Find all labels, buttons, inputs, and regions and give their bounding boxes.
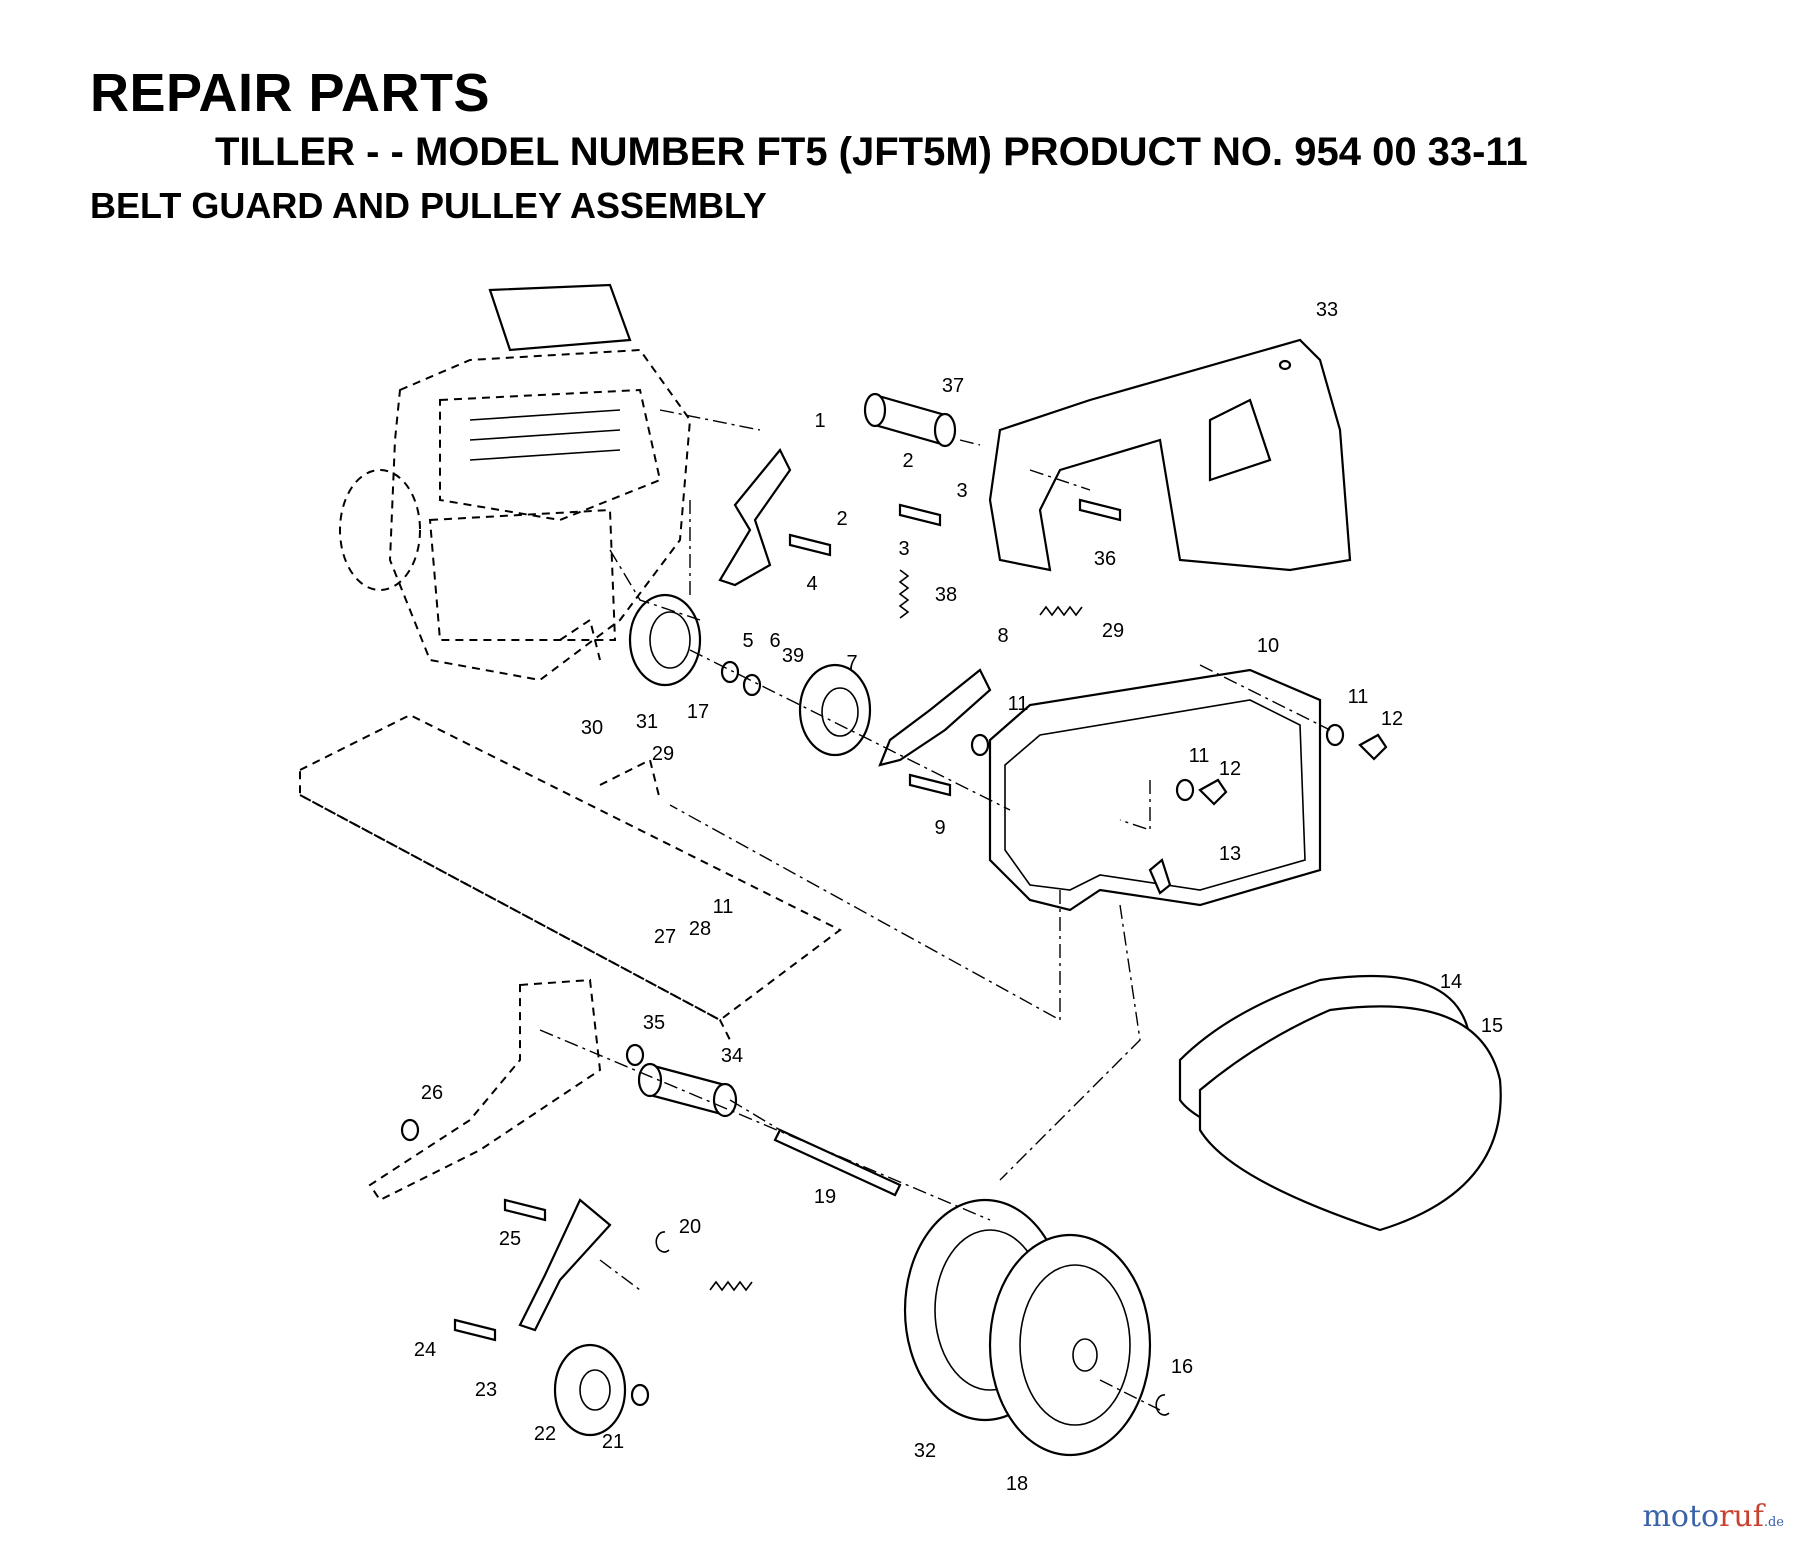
callout-3: 3 — [898, 538, 909, 560]
belt-cover — [988, 668, 1322, 912]
callout-31: 31 — [636, 711, 658, 733]
callout-10: 10 — [1257, 635, 1279, 657]
model-subtitle: TILLER - - MODEL NUMBER FT5 (JFT5M) PROD… — [215, 130, 1528, 174]
callout-11: 11 — [1348, 686, 1369, 708]
callout-14: 14 — [1440, 971, 1462, 993]
callout-11: 11 — [1189, 745, 1210, 767]
v-belts — [1178, 974, 1502, 1232]
hardware — [400, 498, 1388, 1416]
callout-2: 2 — [902, 450, 913, 472]
callout-26: 26 — [421, 1082, 443, 1104]
idler-pulley-7 — [798, 663, 872, 757]
callout-16: 16 — [1171, 1356, 1193, 1378]
callout-33: 33 — [1316, 299, 1338, 321]
engine-pulley-31 — [628, 593, 702, 687]
callout-38: 38 — [935, 584, 957, 606]
callout-21: 21 — [602, 1431, 624, 1453]
callout-22: 22 — [534, 1423, 556, 1445]
callout-1: 1 — [814, 410, 825, 432]
spacer-37 — [863, 392, 957, 448]
callout-25: 25 — [499, 1228, 521, 1250]
callout-6: 6 — [769, 630, 780, 652]
callout-15: 15 — [1481, 1015, 1503, 1037]
callout-23: 23 — [475, 1379, 497, 1401]
engine-outline — [339, 283, 692, 682]
tine-shield-outline — [299, 713, 842, 1041]
belt-guard-plate — [988, 338, 1352, 572]
callout-3: 3 — [956, 480, 967, 502]
springs — [709, 569, 1083, 1292]
page-title: REPAIR PARTS — [90, 63, 491, 123]
callout-19: 19 — [814, 1186, 836, 1208]
callout-2: 2 — [836, 508, 847, 530]
callout-24: 24 — [414, 1339, 436, 1361]
callout-36: 36 — [1094, 548, 1116, 570]
shaft-19 — [773, 1128, 902, 1197]
callout-11: 11 — [713, 896, 734, 918]
watermark-logo: motoruf.de — [1642, 1499, 1784, 1534]
callout-13: 13 — [1219, 843, 1241, 865]
support-bracket — [368, 978, 602, 1202]
callout-37: 37 — [942, 375, 964, 397]
callout-32: 32 — [914, 1440, 936, 1462]
callout-20: 20 — [679, 1216, 701, 1238]
spacer-34 — [637, 1062, 738, 1118]
section-title: BELT GUARD AND PULLEY ASSEMBLY — [90, 185, 767, 226]
callout-12: 12 — [1219, 758, 1241, 780]
callout-18: 18 — [1006, 1473, 1028, 1495]
callout-29: 29 — [1102, 620, 1124, 642]
callout-8: 8 — [997, 625, 1008, 647]
callout-29: 29 — [652, 743, 674, 765]
callout-5: 5 — [742, 630, 753, 652]
drive-pulley-18 — [988, 1233, 1152, 1457]
callout-28: 28 — [689, 918, 711, 940]
callout-17: 17 — [687, 701, 709, 723]
center-lines — [539, 409, 1331, 1411]
callout-4: 4 — [806, 573, 817, 595]
callout-30: 30 — [581, 717, 603, 739]
callout-7: 7 — [846, 652, 857, 674]
callout-12: 12 — [1381, 708, 1403, 730]
callout-27: 27 — [654, 926, 676, 948]
callout-39: 39 — [782, 645, 804, 667]
callout-11: 11 — [1008, 693, 1029, 715]
brackets — [518, 447, 992, 1332]
part-callouts: 1 2 2 3 3 4 5 6 7 8 9 10 11 11 11 11 12 … — [414, 299, 1503, 1495]
callout-34: 34 — [721, 1045, 743, 1067]
callout-35: 35 — [643, 1012, 665, 1034]
callout-9: 9 — [934, 817, 945, 839]
idler-pulley-22 — [553, 1343, 627, 1437]
